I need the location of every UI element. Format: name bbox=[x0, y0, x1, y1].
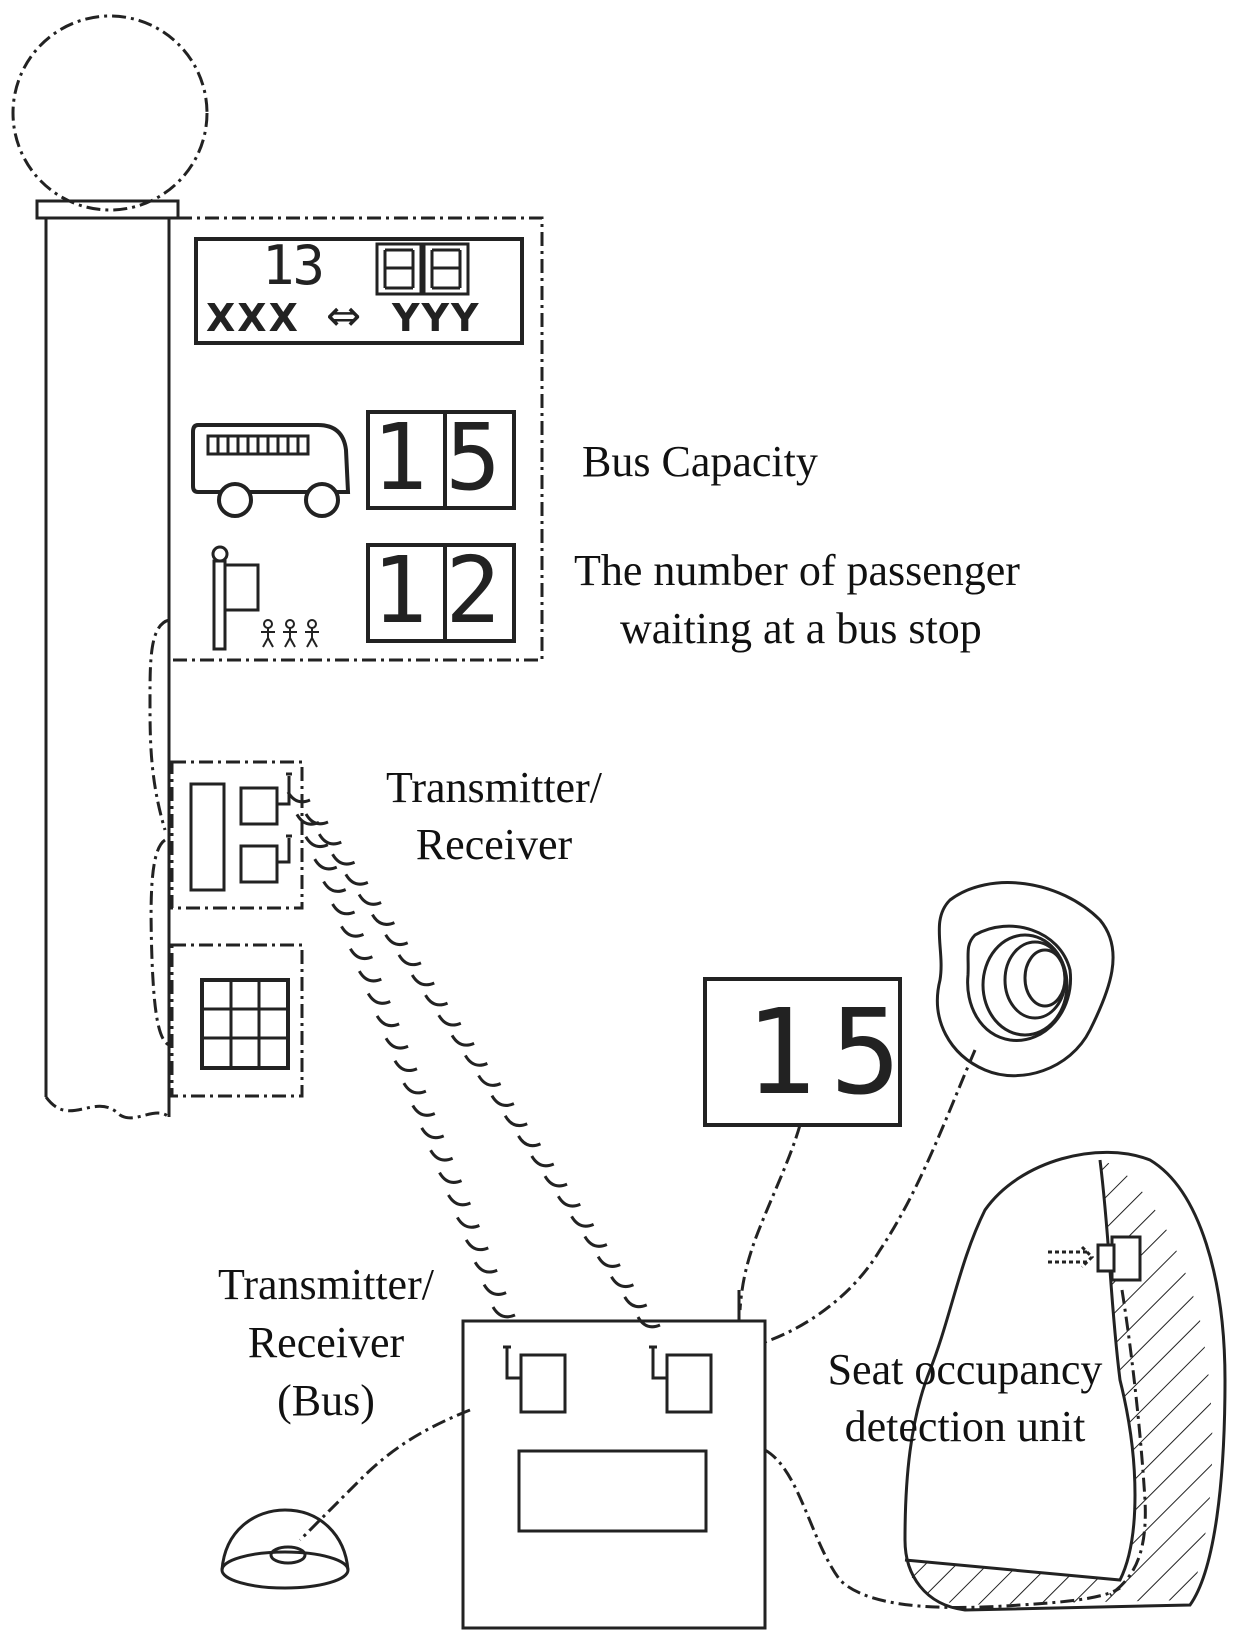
signal-arc bbox=[331, 903, 356, 916]
signal-arc bbox=[464, 1239, 489, 1252]
bus-passenger-display bbox=[703, 977, 902, 1127]
route-number: 13 bbox=[262, 234, 325, 297]
signal-arc bbox=[411, 1104, 436, 1117]
push-button-icon bbox=[220, 1508, 350, 1590]
signal-arc bbox=[530, 1155, 555, 1168]
label-waiting-line2: waiting at a bus stop bbox=[620, 604, 982, 653]
keypad-icon bbox=[170, 943, 304, 1098]
route-arrow: ⇔ bbox=[326, 291, 362, 340]
signal-arc bbox=[375, 1015, 400, 1028]
signal-arc bbox=[402, 1082, 427, 1095]
sign-panel bbox=[169, 216, 544, 662]
signal-arc bbox=[313, 858, 338, 871]
signal-arc bbox=[447, 1194, 472, 1207]
signal-arc bbox=[384, 933, 409, 946]
label-waiting-line1: The number of passenger bbox=[574, 546, 1020, 595]
signal-arc bbox=[322, 880, 347, 893]
seat-sensor-icon bbox=[935, 881, 1115, 1078]
signal-arc bbox=[596, 1255, 621, 1268]
label-bus-trx-line3: (Bus) bbox=[277, 1376, 375, 1425]
signal-arc bbox=[420, 1127, 445, 1140]
label-seat-line2: detection unit bbox=[844, 1402, 1086, 1451]
signal-arc bbox=[610, 1275, 635, 1289]
signal-arc bbox=[410, 974, 435, 987]
label-bus-trx-line1: Transmitter/ bbox=[218, 1260, 434, 1309]
route-display bbox=[194, 237, 524, 345]
signal-arc bbox=[636, 1316, 661, 1329]
bus-transceiver-unit bbox=[461, 1290, 767, 1630]
signal-arc bbox=[344, 873, 369, 886]
waiting-passengers-value: 12 bbox=[372, 537, 519, 644]
signal-arc bbox=[623, 1296, 648, 1309]
signal-arc bbox=[358, 970, 382, 983]
bus-capacity-value: 15 bbox=[372, 404, 519, 511]
signal-arc bbox=[482, 1283, 507, 1296]
signal-arc bbox=[317, 833, 342, 846]
signal-arc bbox=[583, 1235, 608, 1248]
signal-arc bbox=[384, 1037, 409, 1050]
signal-arc bbox=[491, 1306, 516, 1319]
signal-arc bbox=[473, 1261, 498, 1274]
signal-arc bbox=[503, 1115, 528, 1128]
signal-arc bbox=[397, 954, 422, 967]
signal-arc bbox=[543, 1175, 568, 1188]
label-bus-capacity: Bus Capacity bbox=[582, 437, 818, 486]
label-stop-trx-line2: Receiver bbox=[415, 820, 573, 869]
antenna-icon bbox=[277, 772, 292, 864]
label-stop-trx-line1: Transmitter/ bbox=[386, 763, 602, 812]
bus-capacity-display bbox=[366, 410, 516, 510]
signal-arc bbox=[304, 835, 329, 849]
signal-arc bbox=[331, 853, 356, 866]
signal-arc bbox=[366, 992, 391, 1005]
bus-stop-pole bbox=[44, 218, 171, 1120]
signal-arc bbox=[371, 913, 395, 926]
signal-arc bbox=[304, 813, 329, 826]
label-bus-trx-line2: Receiver bbox=[247, 1318, 405, 1367]
bus-stop-flag-icon bbox=[211, 545, 260, 651]
label-seat-line1: Seat occupancy bbox=[827, 1345, 1103, 1394]
lamp-globe-icon bbox=[11, 14, 209, 220]
signal-arc bbox=[340, 925, 365, 938]
signal-arc bbox=[517, 1135, 542, 1148]
route-to: YYY bbox=[392, 296, 481, 340]
people-icon bbox=[261, 619, 319, 648]
signal-arc bbox=[286, 791, 311, 804]
signal-arc bbox=[456, 1216, 480, 1229]
signal-arc bbox=[464, 1054, 488, 1067]
signal-arc bbox=[429, 1149, 454, 1162]
antenna-icon bbox=[503, 1345, 667, 1380]
stop-transceiver-unit bbox=[170, 760, 304, 910]
bus-icon bbox=[191, 423, 351, 518]
wireless-signal bbox=[286, 791, 661, 1329]
signal-arc bbox=[570, 1215, 595, 1228]
signal-arc bbox=[490, 1094, 515, 1107]
signal-arc bbox=[477, 1074, 502, 1087]
signal-arc bbox=[349, 947, 373, 960]
signal-arc bbox=[437, 1014, 462, 1027]
signal-arc bbox=[438, 1171, 463, 1184]
bus-display-value: 15 bbox=[745, 983, 916, 1121]
signal-arc bbox=[393, 1059, 418, 1072]
waiting-passengers-display bbox=[366, 543, 516, 643]
signal-arc bbox=[424, 994, 449, 1007]
signal-arc bbox=[357, 893, 382, 906]
route-from: XXX bbox=[206, 296, 300, 340]
signal-arc bbox=[450, 1034, 475, 1047]
signal-arc bbox=[557, 1195, 581, 1208]
